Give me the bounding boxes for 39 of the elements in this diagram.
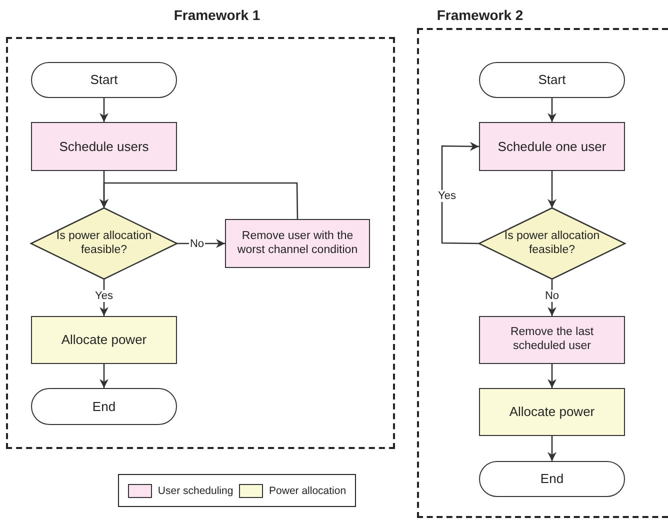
step-text: Remove the last scheduled user bbox=[509, 326, 595, 354]
decision-text: Is power allocation feasible? bbox=[55, 230, 153, 258]
arrow bbox=[100, 98, 108, 122]
process-box bbox=[479, 388, 625, 436]
process-box bbox=[479, 316, 625, 364]
step-text: Remove user with the worst channel condition bbox=[236, 230, 358, 258]
terminal-box bbox=[31, 388, 177, 425]
step-text: End bbox=[540, 471, 564, 487]
arrow bbox=[100, 279, 108, 316]
legend-text: Power allocation bbox=[269, 484, 346, 496]
arrow bbox=[548, 364, 556, 388]
arrow bbox=[441, 142, 479, 244]
legend-text: User scheduling bbox=[158, 484, 234, 496]
terminal-box bbox=[31, 62, 177, 98]
arrow bbox=[548, 98, 556, 122]
step-text: Schedule users bbox=[59, 138, 149, 154]
process-box bbox=[31, 122, 177, 171]
step-text: Schedule one user bbox=[498, 138, 606, 154]
step-text: Allocate power bbox=[509, 404, 595, 420]
terminal-box bbox=[479, 461, 625, 497]
step-text: Start bbox=[90, 72, 118, 88]
arrow bbox=[548, 171, 556, 208]
terminal-box bbox=[479, 62, 625, 98]
arrow bbox=[100, 182, 298, 219]
edge-label: Yes bbox=[437, 190, 457, 202]
step-text: Start bbox=[538, 72, 566, 88]
edge-label: No bbox=[188, 237, 206, 250]
process-box bbox=[479, 122, 625, 171]
step-text: Allocate power bbox=[61, 332, 147, 348]
process-box bbox=[225, 219, 370, 268]
arrow bbox=[100, 364, 108, 388]
edge-label: Yes bbox=[94, 289, 114, 302]
edge-label: No bbox=[544, 289, 560, 302]
frame-title: Framework 2 bbox=[436, 7, 524, 23]
frame-title: Framework 1 bbox=[174, 7, 260, 23]
decision-text: Is power allocation feasible? bbox=[503, 230, 601, 258]
process-box bbox=[31, 316, 177, 364]
step-text: End bbox=[92, 398, 116, 414]
arrow bbox=[548, 436, 556, 461]
